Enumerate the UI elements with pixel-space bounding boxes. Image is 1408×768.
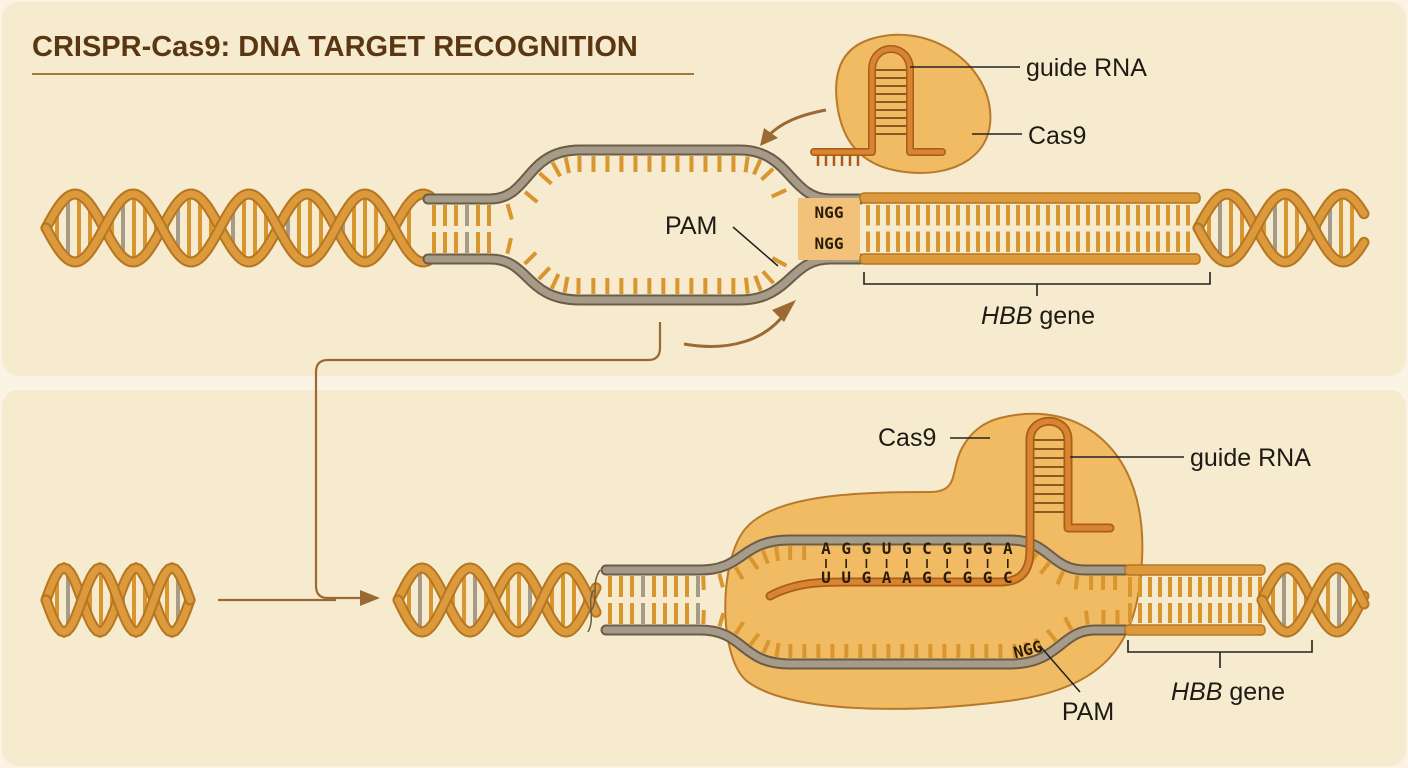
top-left-helix xyxy=(40,188,436,268)
top-cas9-label: Cas9 xyxy=(1028,122,1086,150)
top-gene-label: HBB gene xyxy=(981,302,1095,330)
bottom-guide-rna xyxy=(765,416,1115,601)
top-binding-arrowhead xyxy=(772,300,796,322)
rna-base: G xyxy=(862,568,872,587)
top-pam-label: PAM xyxy=(665,212,717,240)
top-gene-duplex xyxy=(859,192,1201,265)
bottom-gene-label: HBB gene xyxy=(1171,678,1285,706)
bottom-pam-leader xyxy=(1039,645,1081,693)
top-panel xyxy=(2,2,1406,376)
bottom-gene-bracket xyxy=(1127,640,1313,668)
dna-base: G xyxy=(862,539,872,558)
rna-base: G xyxy=(983,568,993,587)
rna-base: A xyxy=(882,568,892,587)
top-guide-rna-label: guide RNA xyxy=(1026,54,1147,82)
top-binding-arrow xyxy=(683,311,788,348)
top-pam-seq-upper: NGG xyxy=(815,203,844,222)
bottom-break-mark xyxy=(587,569,601,633)
rna-base: C xyxy=(942,568,952,587)
top-guide-rna xyxy=(810,45,946,166)
bottom-bubble-bases xyxy=(701,546,1120,658)
top-pam-leader xyxy=(732,226,779,267)
top-pam-seq-lower: NGG xyxy=(815,234,844,253)
rna-base: A xyxy=(902,568,912,587)
dna-base: G xyxy=(942,539,952,558)
bottom-pairing-ticks xyxy=(825,559,1009,568)
dna-base: G xyxy=(841,539,851,558)
rna-base: C xyxy=(1003,568,1013,587)
rna-base: U xyxy=(821,568,831,587)
dna-base: G xyxy=(983,539,993,558)
top-bubble-bases xyxy=(505,155,788,295)
panel-connector-arrowhead xyxy=(360,590,380,606)
bottom-ladder-left xyxy=(608,576,700,624)
dna-base: U xyxy=(882,539,892,558)
dna-base: C xyxy=(922,539,932,558)
rna-base: G xyxy=(922,568,932,587)
dna-base: A xyxy=(821,539,831,558)
bottom-left-helix xyxy=(392,562,602,638)
top-gene-bracket xyxy=(863,272,1211,296)
top-approach-arrow xyxy=(766,108,827,138)
dna-base: G xyxy=(902,539,912,558)
dna-base: G xyxy=(963,539,973,558)
top-approach-arrowhead xyxy=(760,128,778,146)
rna-base: U xyxy=(841,568,851,587)
bottom-cas9-label: Cas9 xyxy=(878,424,936,452)
bottom-cas9-blob xyxy=(724,412,1144,710)
top-ladder-left xyxy=(432,205,491,253)
bottom-lower-strand-inner xyxy=(602,626,1129,668)
top-right-helix xyxy=(1192,188,1370,268)
panel-connector xyxy=(314,322,662,600)
bottom-gene-duplex xyxy=(1124,564,1266,636)
bottom-pam-label: PAM xyxy=(1062,698,1114,726)
bottom-right-helix xyxy=(1256,562,1370,638)
dna-base: A xyxy=(1003,539,1013,558)
bottom-guide-rna-label: guide RNA xyxy=(1190,444,1311,472)
diagram-title: CRISPR-Cas9: DNA TARGET RECOGNITION xyxy=(32,31,638,63)
top-pam-box xyxy=(798,198,860,260)
bottom-upper-strand-inner xyxy=(602,536,1129,574)
top-bubble-upper-strand-inner xyxy=(424,146,864,203)
top-bubble-lower-strand-inner xyxy=(424,255,864,304)
rna-base: G xyxy=(963,568,973,587)
bottom-far-left-helix xyxy=(40,562,196,638)
